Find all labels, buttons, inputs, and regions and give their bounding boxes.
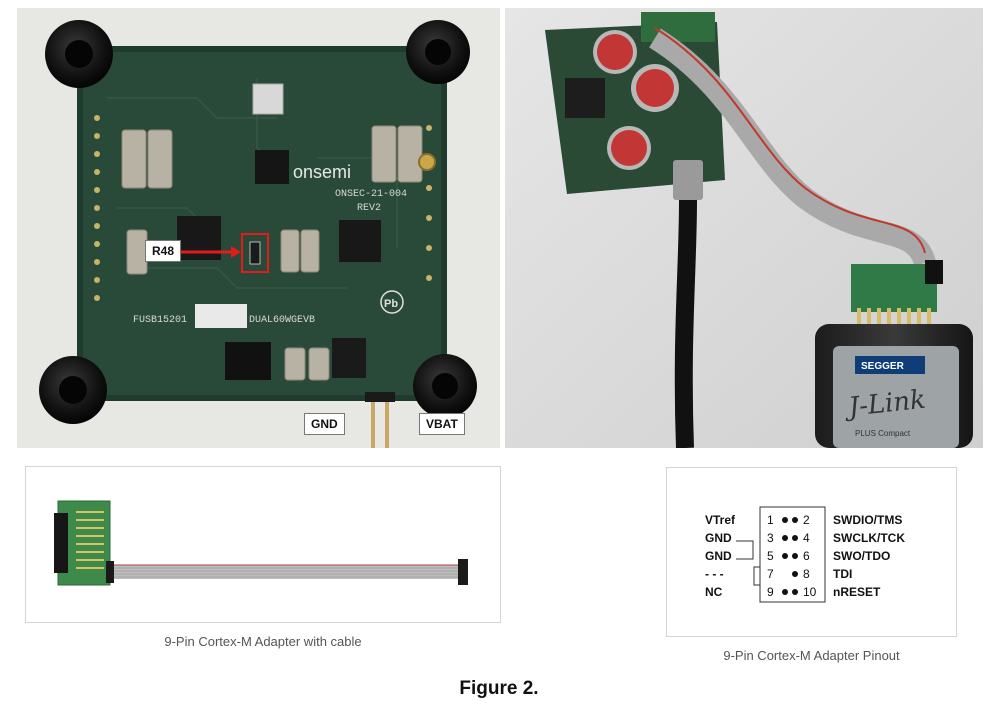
pin-right-number: 10 [803, 585, 817, 599]
pin-left-label: - - - [705, 567, 724, 581]
pcb-part-left-text: FUSB15201 [133, 315, 187, 326]
pcb-illustration: onsemi ONSEC-21-004 REV2 FUSB15201 DUAL6… [17, 8, 500, 448]
pcb-pb-text: Pb [384, 298, 398, 310]
pin-right-label: nRESET [833, 585, 881, 599]
pin-dot-right [792, 553, 798, 559]
pin-left-number: 1 [767, 513, 774, 527]
pin-right-label: SWCLK/TCK [833, 531, 905, 545]
pin-left-label: GND [705, 531, 732, 545]
pin-left-label: NC [705, 585, 723, 599]
adapter-cable-caption: 9-Pin Cortex-M Adapter with cable [164, 634, 362, 649]
pin-right-label: SWDIO/TMS [833, 513, 902, 527]
pin-left-number: 9 [767, 585, 774, 599]
segger-brand-text: SEGGER [861, 361, 905, 372]
pin-right-label: SWO/TDO [833, 549, 890, 563]
jlink-sub-text: PLUS Compact [855, 429, 911, 438]
pin-dot-right [792, 571, 798, 577]
pin-left-number: 7 [767, 567, 774, 581]
adapter-cable-panel [25, 466, 501, 623]
pcb-rev-text: REV2 [357, 203, 381, 214]
pin-right-number: 6 [803, 549, 810, 563]
pin-dot-left [782, 517, 788, 523]
standoff-group [39, 20, 477, 424]
pcb-photo: onsemi ONSEC-21-004 REV2 FUSB15201 DUAL6… [17, 8, 500, 448]
pin-right-number: 2 [803, 513, 810, 527]
pin-dot-left [782, 553, 788, 559]
jlink-photo: SEGGER J-Link PLUS Compact [505, 8, 983, 448]
pin-left-number: 5 [767, 549, 774, 563]
pcb-part-right-text: DUAL60WGEVB [249, 315, 315, 326]
pin-dot-right [792, 517, 798, 523]
r48-callout: R48 [145, 240, 182, 262]
vbat-callout: VBAT [419, 413, 465, 435]
figure-caption: Figure 2. [459, 678, 539, 699]
pinout-caption: 9-Pin Cortex-M Adapter Pinout [723, 648, 900, 663]
gnd-callout: GND [304, 413, 345, 435]
pin-dot-left [782, 535, 788, 541]
pin-left-number: 3 [767, 531, 774, 545]
pin-right-number: 8 [803, 567, 810, 581]
pcb-brand-text: onsemi [293, 162, 351, 182]
pin-left-label: VTref [705, 513, 736, 527]
pinout-panel: VTref 1 2 SWDIO/TMS GND 3 4 SWCLK/TCK GND 5 6 SWO/T… [666, 467, 957, 637]
pin-dot-right [792, 535, 798, 541]
pin-dot-left [782, 589, 788, 595]
adapter-cable-illustration [54, 500, 468, 586]
jlink-illustration: SEGGER J-Link PLUS Compact [505, 8, 983, 448]
pin-left-label: GND [705, 549, 732, 563]
pinout-diagram: VTref 1 2 SWDIO/TMS GND 3 4 SWCLK/TCK GND 5 6 SWO/T… [705, 506, 905, 603]
pin-right-label: TDI [833, 567, 852, 581]
pin-dot-right [792, 589, 798, 595]
pin-right-number: 4 [803, 531, 810, 545]
pcb-board-id-text: ONSEC-21-004 [335, 189, 407, 200]
